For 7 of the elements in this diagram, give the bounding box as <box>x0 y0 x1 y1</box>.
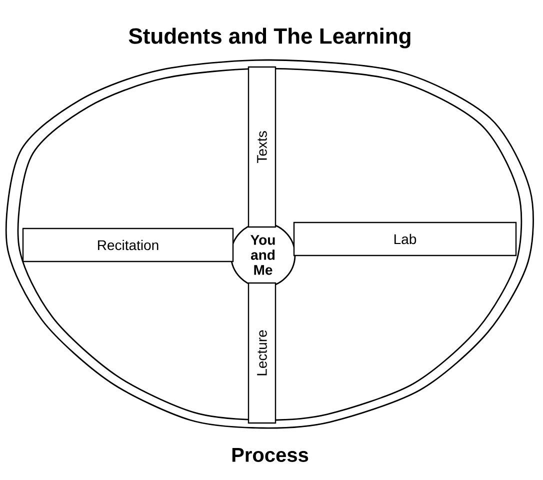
bar: Texts <box>248 66 276 228</box>
bar: Lecture <box>248 282 276 424</box>
egg-band <box>6 59 534 429</box>
heading: Process <box>232 448 308 462</box>
bar: Recitation <box>22 228 234 262</box>
bar: Lab <box>293 222 517 256</box>
heading: Students and The Learning <box>128 28 410 48</box>
